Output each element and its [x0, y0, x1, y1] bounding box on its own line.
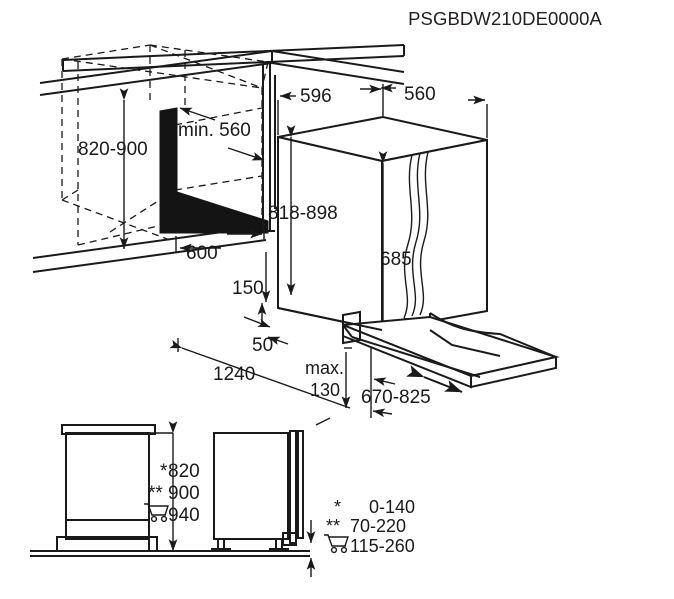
dimension-plinth-recess: 50: [243, 316, 289, 356]
legend-marker-1: *: [334, 497, 341, 517]
lower-left-floor-line: [30, 550, 310, 557]
dimension-door-panel-height-label: 685: [380, 249, 412, 270]
dimension-door-open-depth-range: 670-825: [361, 348, 463, 418]
lower-left-appliance-outline: [56, 424, 158, 552]
dimension-plinth-recess-label: 50: [252, 335, 273, 356]
dimension-max-door-thickness: max. 130: [305, 347, 352, 409]
drawing-title-code: PSGBDW210DE0000A: [408, 8, 602, 29]
dimension-appliance-width-label: 596: [300, 86, 332, 107]
dimension-appliance-height-label: 818-898: [268, 203, 338, 224]
dimension-worktop-height-star: *: [160, 461, 168, 482]
dimension-niche-height-label: 820-900: [78, 139, 148, 160]
worktop-front-edge: [39, 50, 405, 96]
dimension-appliance-width: 596: [277, 84, 384, 135]
dimension-worktop-height-940: 940: [168, 505, 200, 526]
dimension-niche-depth-min-label: min. 560: [178, 120, 251, 141]
dimension-appliance-depth: 560: [380, 83, 488, 138]
legend-marker-2: **: [326, 516, 340, 536]
dimension-worktop-height-900: 900: [168, 483, 200, 504]
cart-icon: [144, 503, 169, 523]
dimension-niche-depth-min: min. 560: [178, 107, 265, 161]
dimension-door-open-clearance-label: 1240: [213, 364, 255, 385]
dimension-niche-width-label: 600: [186, 243, 218, 264]
dimension-plinth-height-label: 150: [232, 278, 264, 299]
appliance-body: [277, 115, 488, 332]
door-hinge-bracket: [342, 310, 361, 345]
legend-connector: [315, 417, 331, 426]
niche-right-jamb: [262, 61, 276, 232]
niche-opening-fill: [159, 107, 269, 234]
worktop-slab: [62, 44, 405, 72]
dimension-niche-width: 600: [175, 222, 265, 264]
dimension-door-open-clearance: 1240: [169, 338, 351, 409]
dimension-appliance-depth-label: 560: [404, 84, 436, 105]
legend-value-2: 70-220: [350, 516, 406, 536]
dimension-door-open-depth-range-label: 670-825: [361, 387, 431, 408]
legend-block: * 0-140 ** 70-220 115-260: [326, 497, 415, 556]
dimension-max-door-thickness-label-1: max.: [305, 358, 344, 378]
dimension-appliance-height: 818-898: [268, 125, 338, 296]
dimension-worktop-height-starstar: **: [148, 483, 163, 504]
legend-value-3: 115-260: [350, 536, 415, 556]
legend-cart-icon: [324, 534, 349, 554]
dimension-worktop-height: * 820 ** 900 940: [148, 421, 200, 552]
legend-value-1: 0-140: [369, 497, 415, 517]
dimension-max-door-thickness-label-2: 130: [310, 380, 340, 400]
dimension-plinth-height: 150: [232, 252, 271, 322]
dimension-niche-height: 820-900: [78, 88, 148, 250]
appliance-lower-rail: [277, 307, 557, 358]
door-break-lines: [403, 151, 429, 319]
dimension-worktop-height-820: 820: [168, 461, 200, 482]
lower-right-appliance-outline: [211, 430, 304, 550]
